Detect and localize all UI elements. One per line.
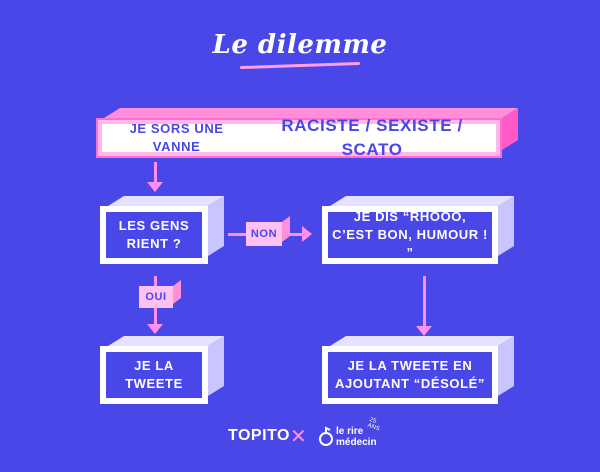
partner-logo-icon <box>319 426 333 446</box>
question-label: LES GENS RIENT ? <box>118 217 190 251</box>
start-emphasis: RACISTE / SEXISTE / SCATO <box>281 116 463 159</box>
partner-line2: médecin <box>336 437 377 448</box>
response-box: JE DIS “RHOOO, C’EST BON, HUMOUR ! ” <box>322 206 498 264</box>
yes-tag: OUI <box>139 286 173 308</box>
start-prefix: JE SORS UNE VANNE <box>129 120 224 154</box>
arrow-head <box>302 226 312 242</box>
tweet-sorry-label: JE LA TWEETE EN AJOUTANT “DÉSOLÉ” <box>334 357 486 391</box>
start-box: JE SORS UNE VANNE RACISTE / SEXISTE / SC… <box>96 116 502 159</box>
cross-icon: ✕ <box>290 424 307 448</box>
arrow-head <box>147 182 163 192</box>
partner-badge: 25 ANS <box>366 416 381 433</box>
arrow-head <box>147 324 163 334</box>
question-box: LES GENS RIENT ? <box>100 206 208 264</box>
no-tag: NON <box>246 222 282 246</box>
arrow-response-to-tweet-sorry <box>423 276 426 328</box>
tweet-sorry-box: JE LA TWEETE EN AJOUTANT “DÉSOLÉ” <box>322 346 498 404</box>
tweet-label: JE LA TWEETE <box>125 357 183 391</box>
response-label: JE DIS “RHOOO, C’EST BON, HUMOUR ! ” <box>332 208 488 261</box>
arrow-start-to-question <box>154 162 157 184</box>
title-underline <box>239 61 361 70</box>
tweet-box: JE LA TWEETE <box>100 346 208 404</box>
diagram-title: Le dilemme <box>212 30 388 60</box>
start-label: JE SORS UNE VANNE RACISTE / SEXISTE / SC… <box>96 116 502 159</box>
topito-logo: TOPITO <box>228 427 290 444</box>
arrow-head <box>416 326 432 336</box>
partner-logo: le rire médecin 25 ANS <box>318 416 388 456</box>
partner-line1: le rire <box>336 426 364 437</box>
